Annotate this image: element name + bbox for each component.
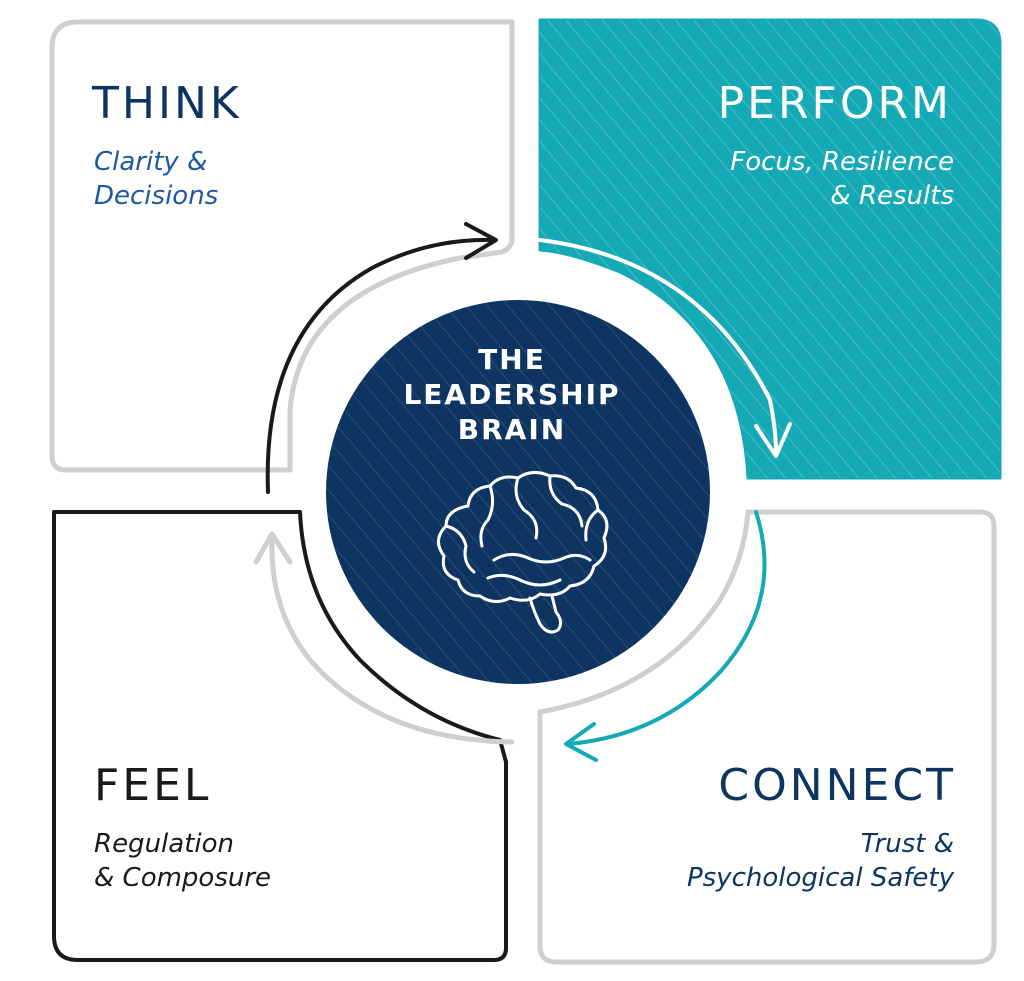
cycle-arrow-connect-to-feel [269,537,515,745]
connect-title: CONNECT [718,760,956,811]
brain-icon [437,471,609,634]
feel-subtitle: Regulation & Composure [94,828,271,896]
feel-subtitle-line: Regulation [94,829,235,859]
perform-subtitle: Focus, Resilience & Results [730,146,954,214]
think-subtitle-line: Clarity & [94,147,208,177]
feel-quadrant [52,510,508,962]
connect-subtitle: Trust & Psychological Safety [687,828,954,896]
perform-subtitle-line: Focus, Resilience [730,147,954,177]
connect-subtitle-line: Psychological Safety [686,862,954,893]
perform-subtitle-line: & Results [830,180,954,211]
center-title-line: LEADERSHIP [403,378,621,411]
arrowhead-feel [253,531,293,565]
think-quadrant [49,19,515,473]
perform-title: PERFORM [717,78,952,129]
think-subtitle-line: Decisions [94,180,219,211]
center-title: THE LEADERSHIP BRAIN [362,342,662,447]
cycle-arrow-perform [538,238,778,454]
center-title-line: THE [478,343,546,376]
think-title: THINK [92,78,242,129]
connect-subtitle-line: Trust & [860,829,954,859]
connect-quadrant [537,509,997,965]
think-subtitle: Clarity & Decisions [94,146,218,214]
feel-title: FEEL [94,760,212,811]
cycle-arrow-perform-to-connect [566,510,767,746]
arrowhead-connect [564,722,598,762]
arrowhead-perform [754,422,792,458]
feel-subtitle-line: & Composure [94,862,272,893]
center-title-line: BRAIN [457,413,567,446]
cycle-arrow-feel-to-think [265,237,496,494]
arrowhead-think [464,222,498,260]
